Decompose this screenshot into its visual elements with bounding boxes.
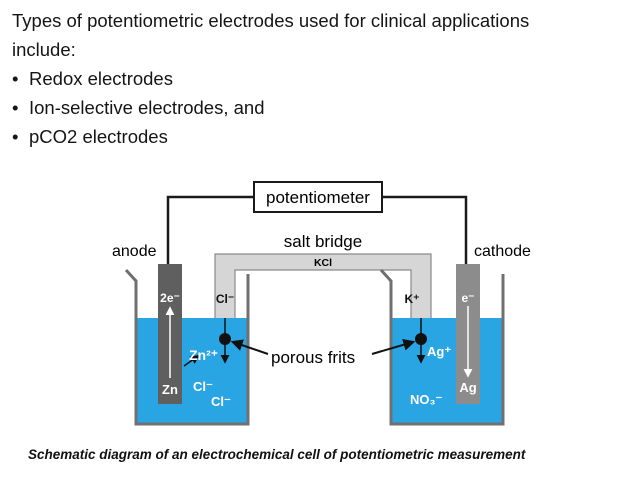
- list-item: • pCO2 electrodes: [12, 122, 628, 151]
- right-solution: [391, 318, 503, 424]
- bullet-icon: •: [12, 97, 19, 118]
- anode-label: anode: [112, 243, 157, 260]
- figure-caption: Schematic diagram of an electrochemical …: [28, 447, 526, 462]
- silver-ion-label: Ag⁺: [427, 344, 451, 359]
- bullet-icon: •: [12, 126, 19, 147]
- anode-electron-label: 2e⁻: [160, 291, 180, 305]
- intro-text: Types of potentiometric electrodes used …: [12, 6, 628, 151]
- right-beaker: [379, 268, 505, 426]
- salt-bridge-label: salt bridge: [284, 232, 362, 251]
- chloride-ion-label: Cl⁻: [193, 379, 213, 394]
- intro-line-2: include:: [12, 39, 76, 60]
- right-wire: [382, 195, 468, 264]
- silver-metal-label: Ag: [459, 380, 476, 395]
- porous-frits-label: porous frits: [271, 348, 355, 367]
- list-item-label: pCO2 electrodes: [29, 126, 168, 147]
- list-item: • Redox electrodes: [12, 64, 628, 93]
- list-item-label: Redox electrodes: [29, 68, 173, 89]
- nitrate-ion-label: NO₃⁻: [410, 392, 443, 407]
- bridge-potassium-label: K⁺: [405, 292, 420, 306]
- bridge-chloride-label: Cl⁻: [216, 292, 234, 306]
- list-item: • Ion-selective electrodes, and: [12, 93, 628, 122]
- potentiometer: potentiometer: [253, 181, 383, 213]
- left-wire: [166, 195, 254, 264]
- list-item-label: Ion-selective electrodes, and: [29, 97, 265, 118]
- frit-pointer-arrow: [371, 338, 416, 355]
- zinc-metal-label: Zn: [162, 382, 178, 397]
- intro-line-1: Types of potentiometric electrodes used …: [12, 10, 530, 31]
- cathode-label: cathode: [474, 243, 531, 260]
- cathode-electron-label: e⁻: [461, 291, 474, 305]
- frit-pointer-arrow: [230, 339, 269, 355]
- chloride-ion-label: Cl⁻: [211, 394, 231, 409]
- electrode-type-list: • Redox electrodes • Ion-selective electro…: [12, 64, 628, 151]
- bullet-icon: •: [12, 68, 19, 89]
- zinc-ion-label: Zn²⁺: [189, 347, 218, 363]
- potentiometer-label: potentiometer: [266, 188, 370, 207]
- left-solution: [136, 318, 248, 424]
- kcl-label: KCl: [314, 257, 332, 269]
- zinc-ion-arrow: [183, 354, 200, 367]
